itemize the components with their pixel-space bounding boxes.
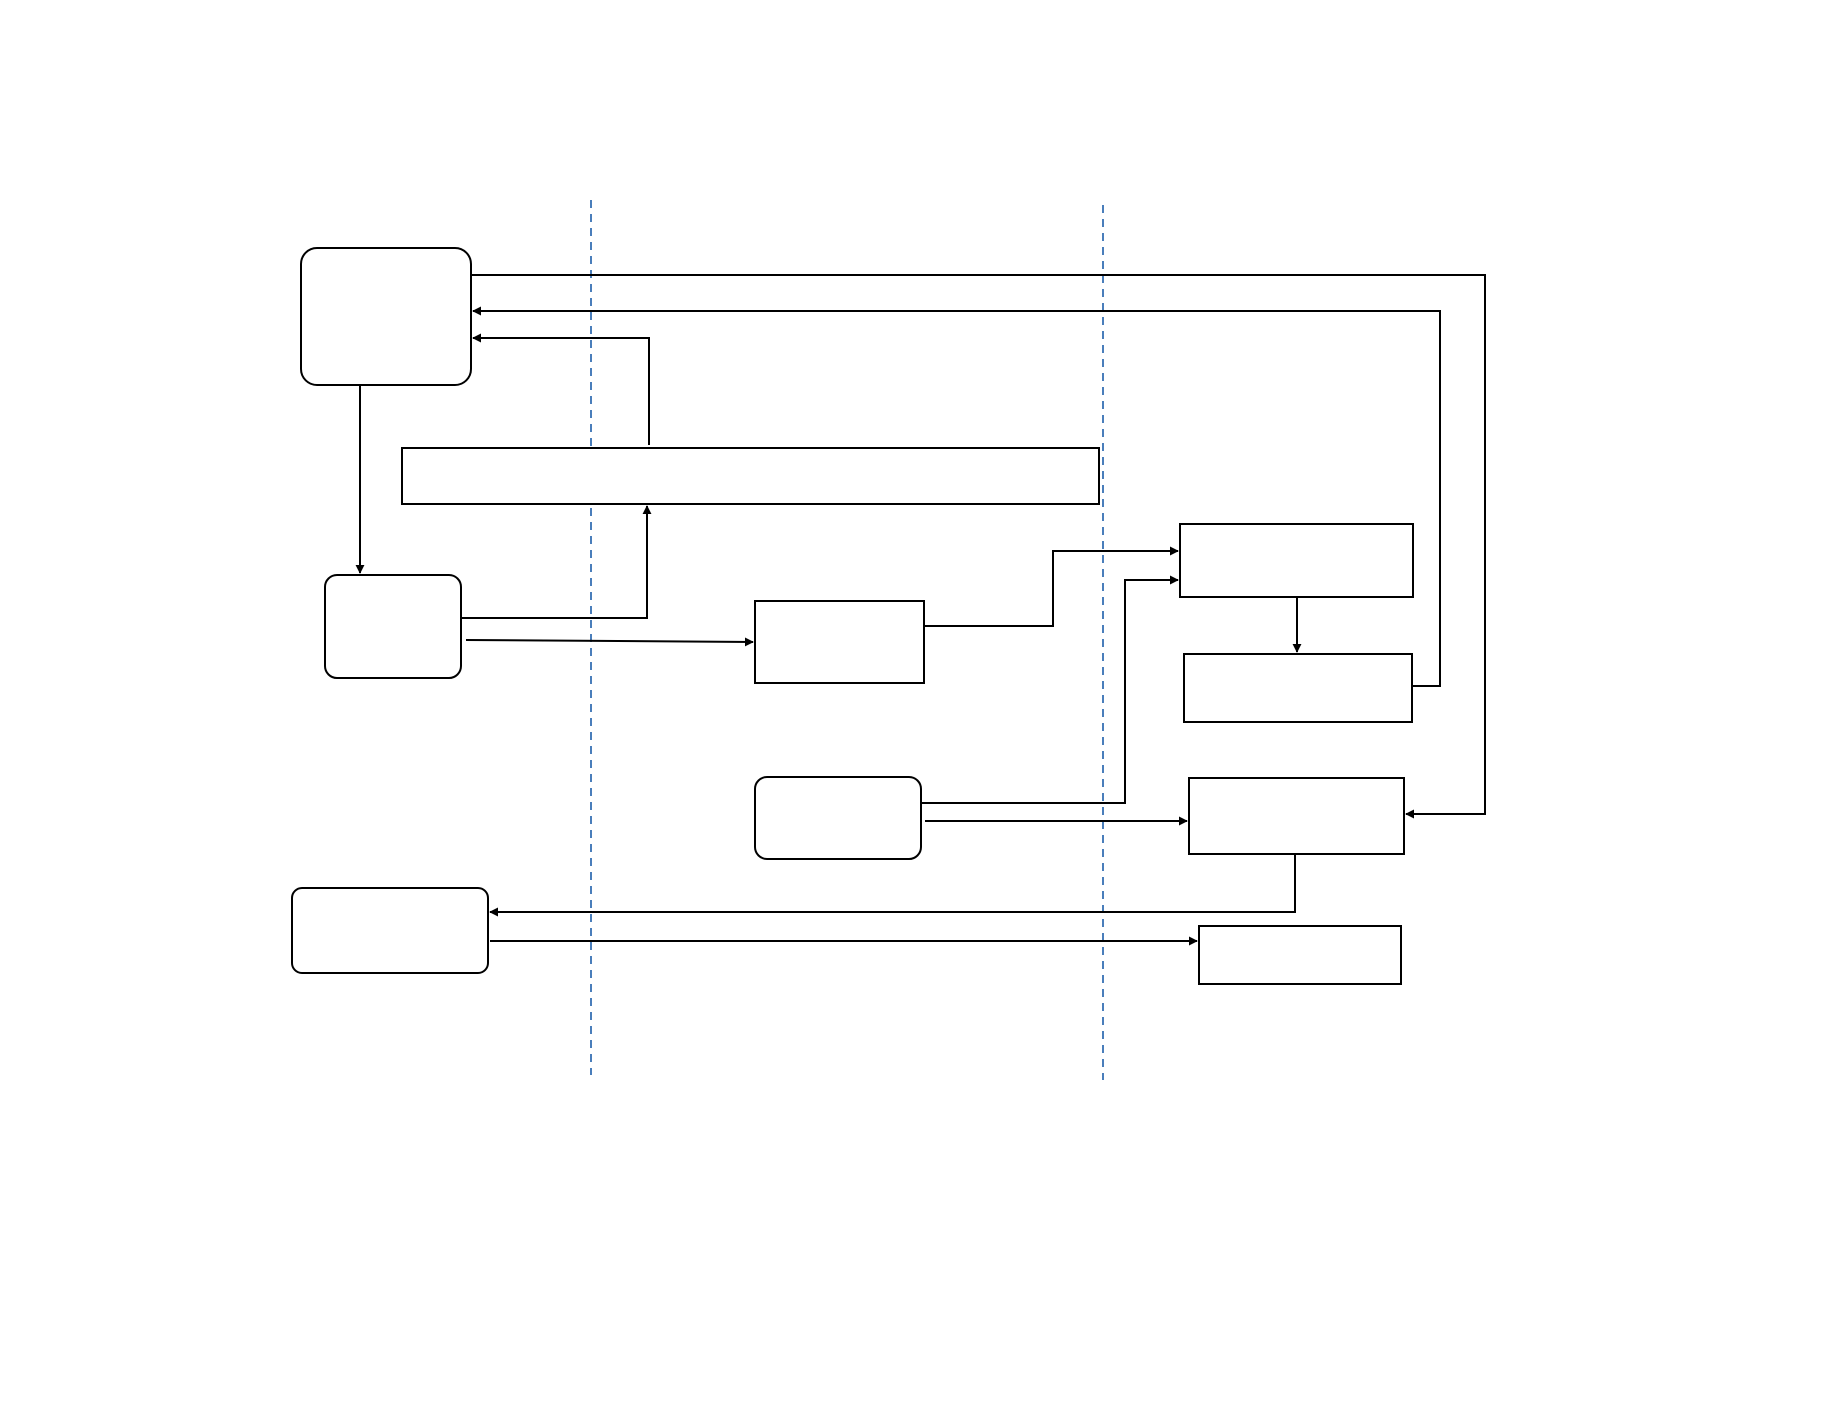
node-middle-rect[interactable] <box>754 600 925 684</box>
node-right-top-rect[interactable] <box>1179 523 1414 598</box>
connector-middle-rect-to-right-top <box>924 546 1179 627</box>
node-right-second-rect[interactable] <box>1183 653 1413 723</box>
connector-start-to-right-third <box>471 274 1486 819</box>
connector-banner-to-start <box>472 333 650 445</box>
connector-right-second-to-start <box>472 306 1441 687</box>
node-right-third-rect[interactable] <box>1188 777 1405 855</box>
connector-right-third-to-bottom-left <box>489 855 1296 917</box>
node-left-rounded[interactable] <box>324 574 462 679</box>
node-bottom-left-rounded[interactable] <box>291 887 489 974</box>
connector-left-rounded-to-banner <box>461 505 652 619</box>
node-middle-rounded[interactable] <box>754 776 922 860</box>
node-start-rounded[interactable] <box>300 247 472 386</box>
node-wide-banner[interactable] <box>401 447 1100 505</box>
node-right-bottom-rect[interactable] <box>1198 925 1402 985</box>
connector-left-rounded-to-middle-rect <box>465 637 754 647</box>
connector-middle-rounded-to-right-top <box>921 575 1179 804</box>
